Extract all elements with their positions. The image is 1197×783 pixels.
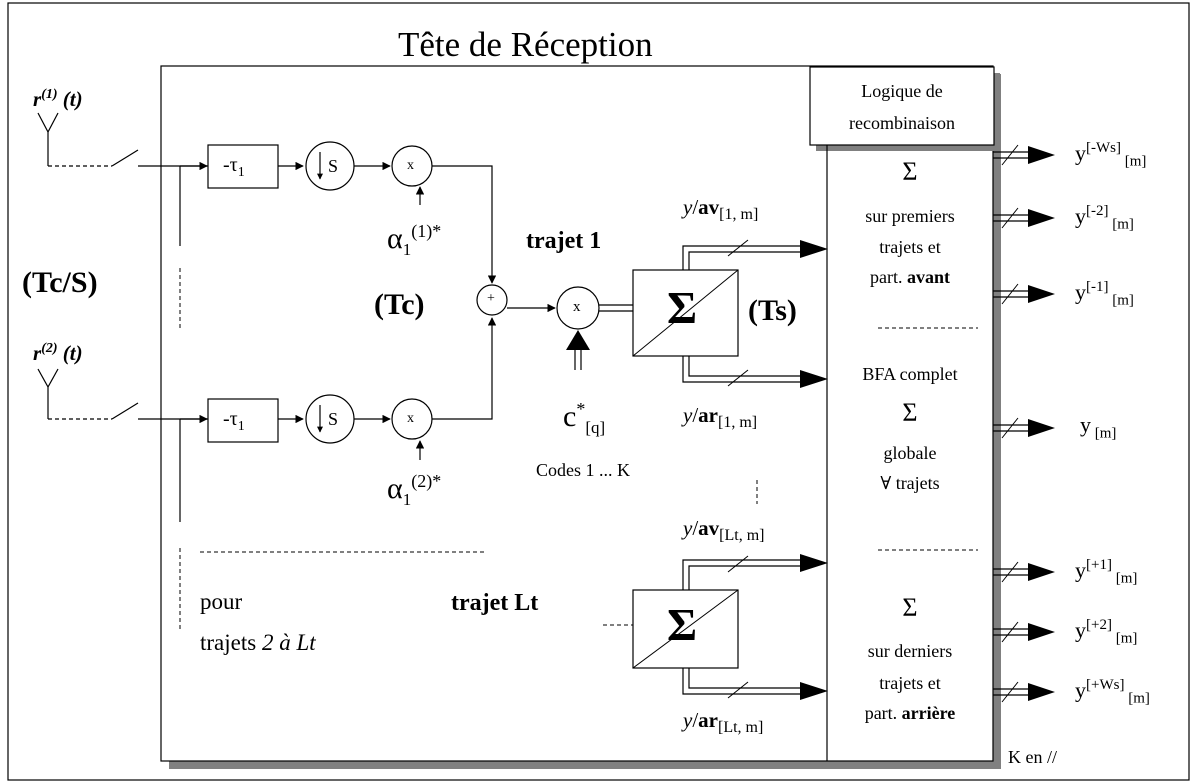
delay-label-1: -τ1: [223, 154, 245, 180]
label-ts: (Ts): [748, 294, 797, 327]
downsample-label-1: S: [328, 156, 339, 176]
delay-block-1: [207, 144, 279, 189]
branch-label-ar1: y/ar[1, m]: [683, 403, 758, 432]
output-label: y[+Ws] [m]: [1075, 677, 1150, 707]
bus-slash: [1001, 621, 1019, 643]
output-label: y[+1] [m]: [1075, 557, 1138, 587]
recomb-mid-line1: globale: [883, 443, 937, 463]
input-label-r1: r(1) (t): [33, 87, 83, 111]
recomb-top-sigma: Σ: [902, 157, 918, 186]
bus-slash: [1001, 283, 1019, 305]
logic-line-2: recombinaison: [849, 113, 955, 133]
recomb-mid-line2: ∀ trajets: [880, 473, 940, 493]
downsample-label-2: S: [328, 409, 339, 429]
recomb-top-line3: part. avant: [870, 267, 950, 287]
sigma-label-lt: Σ: [667, 599, 698, 650]
recomb-bottom-sigma: Σ: [902, 593, 918, 622]
logic-box: [809, 66, 995, 146]
bus-slash: [1001, 681, 1019, 703]
bus-slash: [1001, 561, 1019, 583]
outer-frame: [7, 2, 1190, 781]
label-tc: (Tc): [374, 288, 425, 321]
multiply-label-2: x: [407, 411, 414, 426]
sigma-label-1: Σ: [667, 282, 698, 333]
code-label: c*[q]: [563, 399, 606, 437]
multiply-label-1: x: [407, 158, 414, 173]
recomb-bottom-line3: part. arrière: [864, 703, 956, 723]
code-multiply-label: x: [573, 299, 581, 315]
recomb-mid-sigma: Σ: [902, 398, 918, 427]
code-multiplier-circle: [556, 286, 600, 330]
output-label: y[-2] [m]: [1075, 203, 1134, 233]
label-tc-s: (Tc/S): [22, 266, 98, 299]
diagram-title: Tête de Réception: [398, 25, 653, 64]
label-trajets-range: trajets 2 à Lt: [200, 630, 316, 655]
bus-slash: [1001, 144, 1019, 166]
label-pour: pour: [200, 589, 243, 614]
output-arrowhead: [1028, 683, 1055, 701]
alpha-1-label: α1(1)*: [387, 221, 442, 259]
delay-block-2: [207, 398, 279, 443]
output-label: y[-Ws] [m]: [1075, 140, 1147, 170]
alpha-2-label: α1(2)*: [387, 471, 442, 509]
output-arrowhead: [1028, 209, 1055, 227]
bus-slash: [1001, 417, 1019, 439]
input-label-r2: r(2) (t): [33, 341, 83, 365]
delay-label-2: -τ1: [223, 408, 245, 434]
output-label: y[+2] [m]: [1075, 617, 1138, 647]
codes-caption: Codes 1 ... K: [536, 460, 630, 480]
output-label: y [m]: [1080, 412, 1117, 442]
output-arrowhead: [1028, 623, 1055, 641]
output-arrowhead: [1028, 419, 1055, 437]
output-arrowhead: [1028, 563, 1055, 581]
label-trajet-1: trajet 1: [526, 228, 602, 254]
output-arrowhead: [1028, 146, 1055, 164]
output-arrowhead: [1028, 285, 1055, 303]
output-arrows: [993, 144, 1055, 703]
branch-label-arlt: y/ar[Lt, m]: [683, 708, 764, 737]
label-trajet-lt: trajet Lt: [451, 590, 539, 616]
recomb-mid-header: BFA complet: [862, 364, 958, 384]
recomb-bottom-line1: sur derniers: [867, 641, 953, 661]
branch-label-avlt: y/av[Lt, m]: [683, 516, 765, 545]
recomb-bottom-line2: trajets et: [879, 673, 941, 693]
adder-label: +: [487, 291, 495, 306]
adder-circle: [476, 284, 508, 316]
main-box: [160, 65, 994, 762]
logic-line-1: Logique de: [861, 81, 943, 101]
output-label: y[-1] [m]: [1075, 279, 1134, 309]
label-k-parallel: K en //: [1008, 747, 1057, 767]
bus-slash: [1001, 207, 1019, 229]
recomb-top-line1: sur premiers: [865, 206, 955, 226]
recomb-top-line2: trajets et: [879, 237, 941, 257]
branch-label-av1: y/av[1, m]: [683, 195, 759, 224]
